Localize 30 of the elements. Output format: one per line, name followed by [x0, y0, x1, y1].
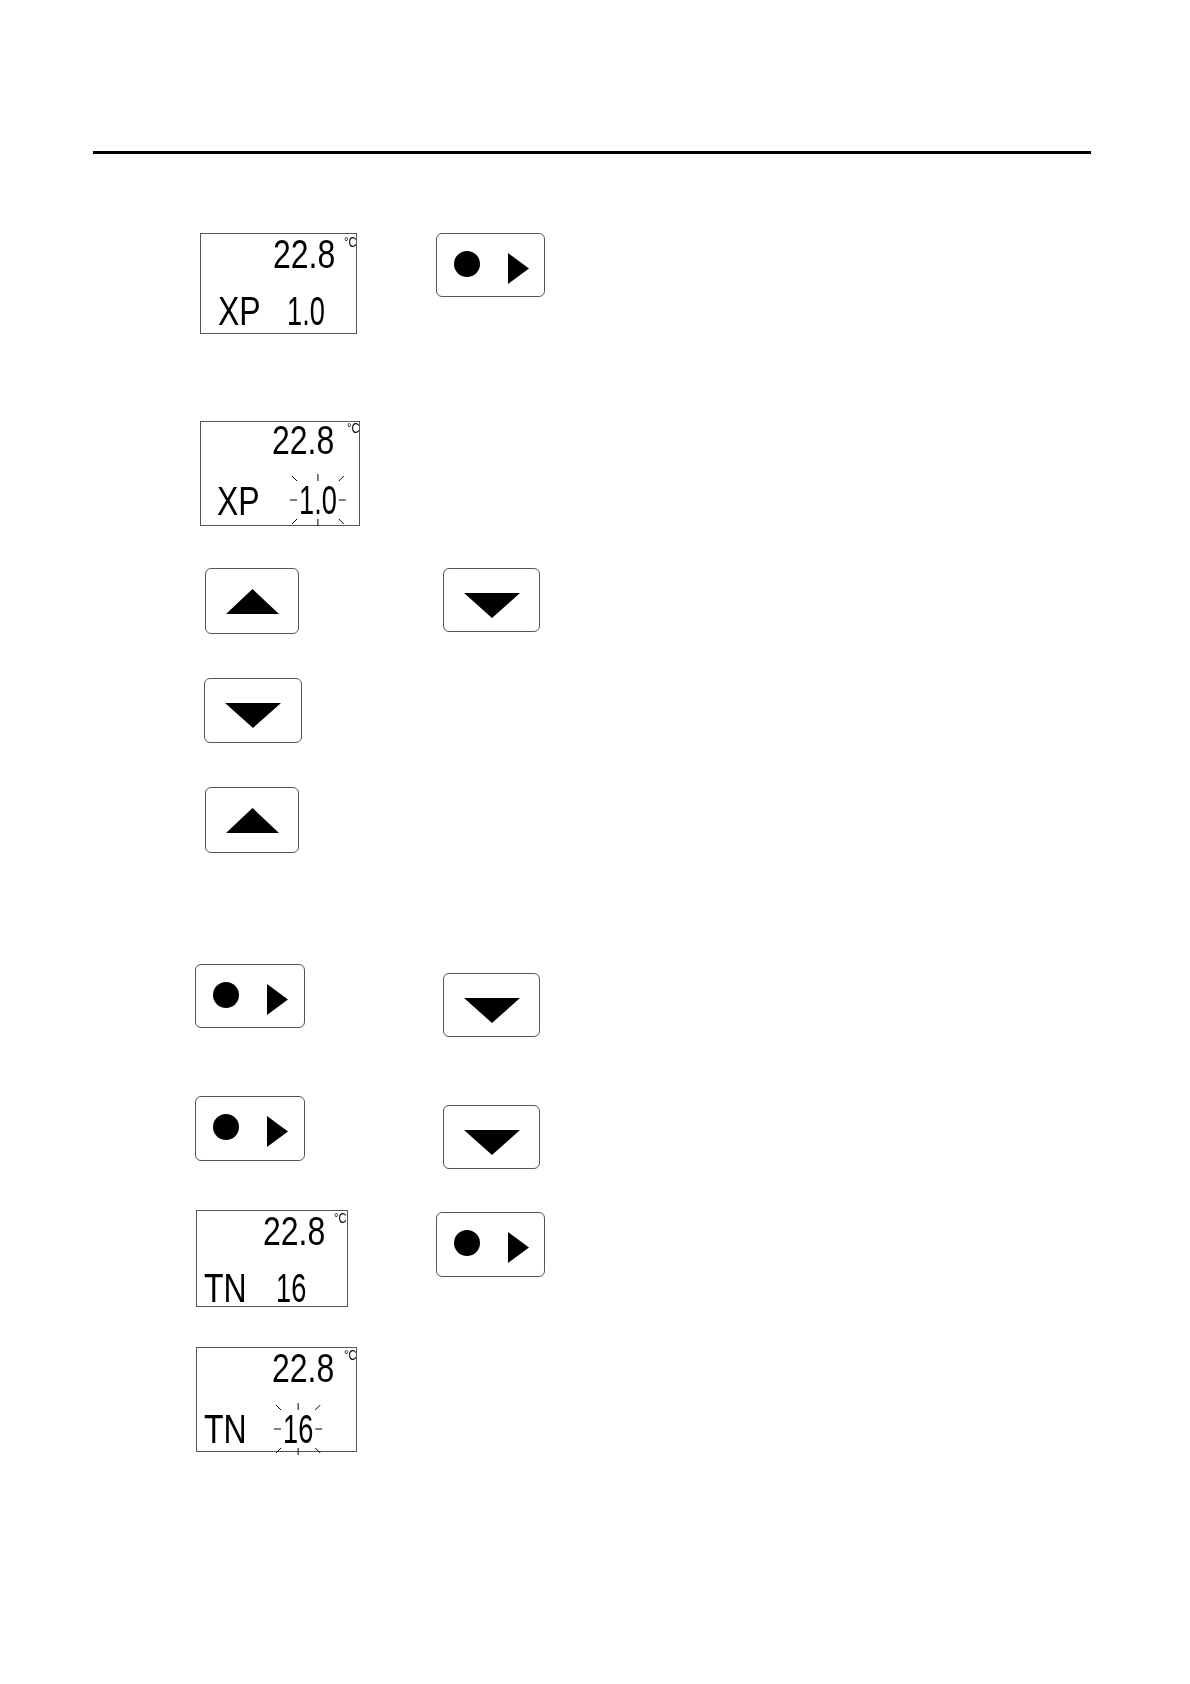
unit-label: °C	[347, 423, 360, 436]
enter-button	[436, 1212, 545, 1277]
down-button	[443, 973, 540, 1037]
parameter-value: 16	[276, 1270, 307, 1305]
temperature-reading: 22.8	[273, 236, 336, 271]
down-button	[204, 678, 302, 743]
enter-button	[195, 1096, 305, 1161]
temperature-reading: 22.8	[272, 422, 335, 457]
parameter-value: 1.0	[287, 293, 325, 328]
parameter-name: XP	[218, 293, 261, 328]
temperature-reading: 22.8	[263, 1213, 326, 1248]
parameter-value: 1.0	[299, 482, 337, 517]
lcd-display	[196, 1210, 348, 1307]
unit-label: °C	[334, 1213, 347, 1226]
parameter-name: XP	[217, 483, 260, 518]
lcd-display	[200, 233, 357, 334]
parameter-name: TN	[204, 1270, 247, 1305]
parameter-name: TN	[204, 1411, 247, 1446]
parameter-value: 16	[283, 1411, 314, 1446]
unit-label: °C	[344, 1350, 357, 1363]
up-button	[205, 787, 299, 853]
enter-button	[195, 964, 305, 1028]
lcd-display	[200, 421, 360, 526]
up-button	[205, 568, 299, 634]
lcd-display	[196, 1347, 357, 1452]
down-button	[443, 568, 540, 632]
unit-label: °C	[344, 237, 357, 250]
enter-button	[436, 233, 545, 297]
down-button	[443, 1105, 540, 1169]
temperature-reading: 22.8	[272, 1350, 335, 1385]
